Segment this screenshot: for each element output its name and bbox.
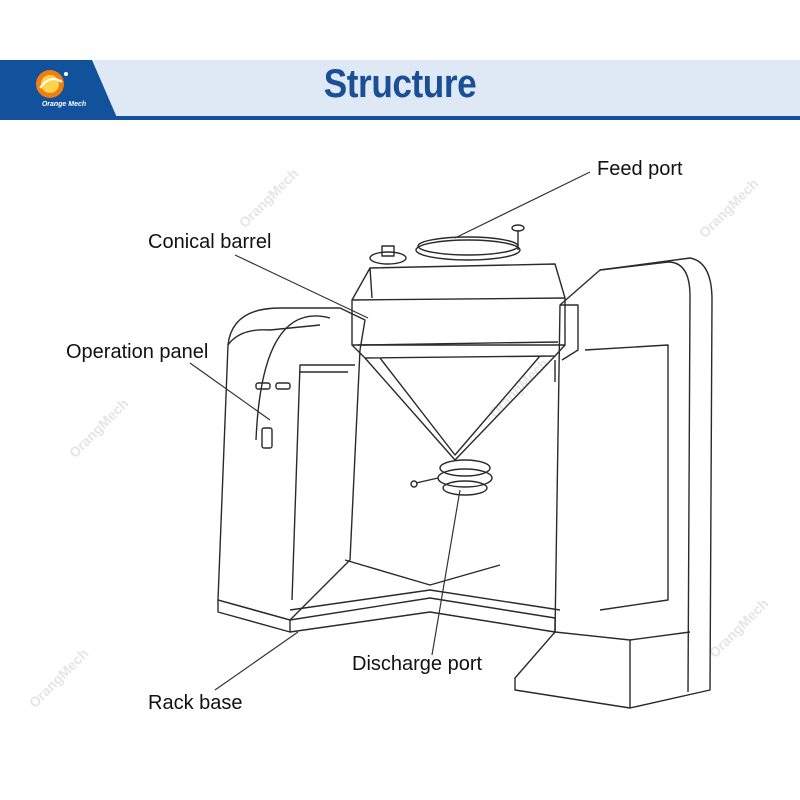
right-frame [515,258,712,708]
label-rack-base: Rack base [148,692,243,715]
label-feed-port: Feed port [597,158,683,181]
label-discharge-port: Discharge port [352,653,482,676]
left-frame [218,308,365,632]
feed-port [370,225,524,264]
conical-barrel [352,264,565,460]
discharge-port [411,460,492,495]
rack-base [290,560,560,632]
label-conical-barrel: Conical barrel [148,231,271,254]
label-operation-panel: Operation panel [66,341,208,364]
